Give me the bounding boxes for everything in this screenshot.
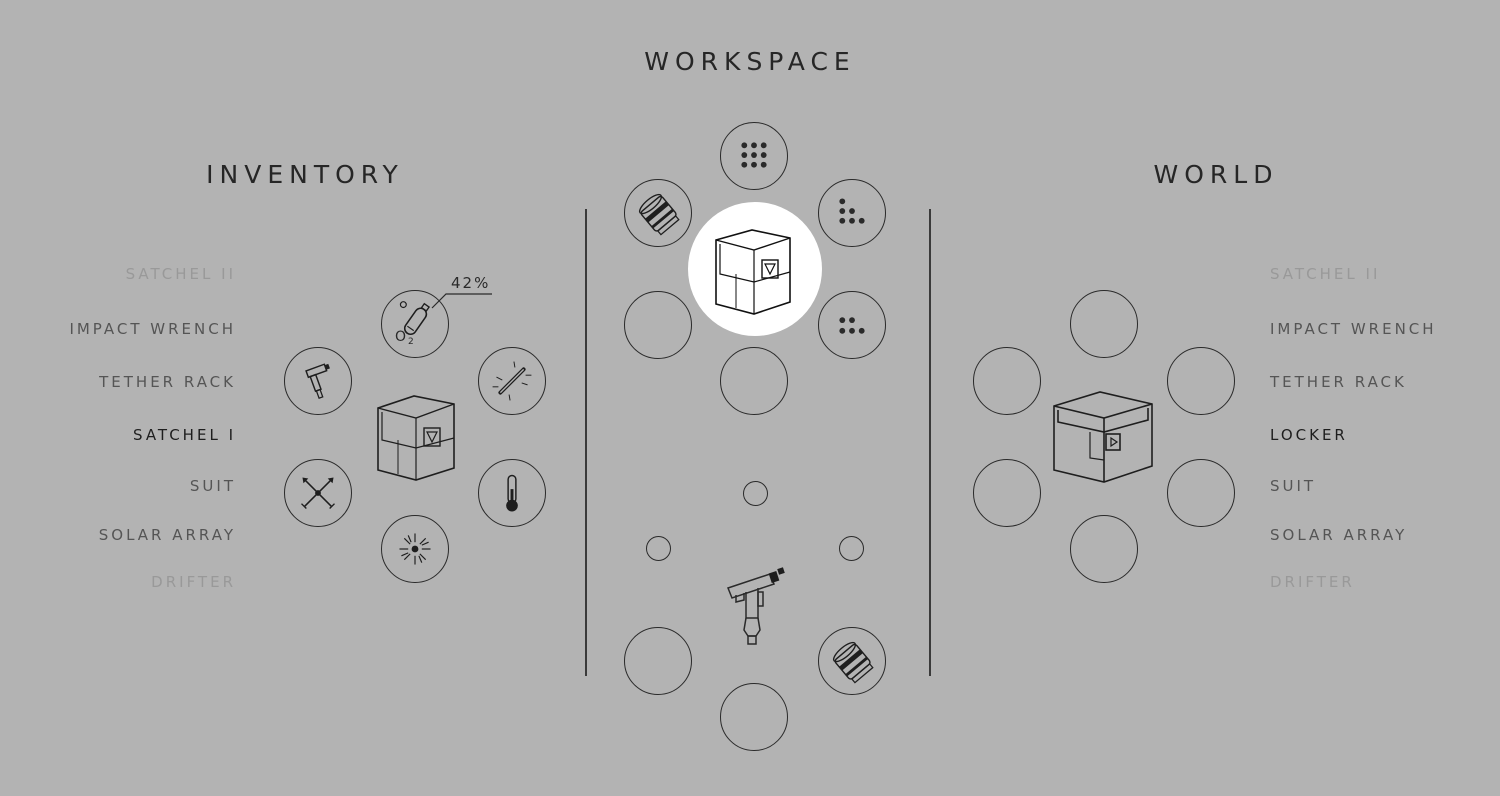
- thermometer-icon: [506, 474, 518, 512]
- world-container-solar-array[interactable]: SOLAR ARRAY: [1270, 526, 1408, 544]
- world-container-locker[interactable]: LOCKER: [1270, 426, 1348, 444]
- workspace-slot-dots-5[interactable]: [818, 291, 886, 359]
- workspace-slot-bottom[interactable]: [720, 683, 788, 751]
- flare-icon: [399, 533, 431, 565]
- oxygen-callout-line: [431, 293, 492, 309]
- inventory-slot-glow-rod[interactable]: [478, 347, 546, 415]
- inventory-container-satchel-i[interactable]: SATCHEL I: [133, 426, 236, 444]
- workspace-slot-dots-6[interactable]: [818, 179, 886, 247]
- workspace-slot-empty-left[interactable]: [624, 291, 692, 359]
- workspace-port-top[interactable]: [743, 481, 768, 506]
- world-slot-bottom[interactable]: [1070, 515, 1138, 583]
- inventory-container-drifter[interactable]: DRIFTER: [151, 573, 236, 591]
- inventory-slot-thermometer[interactable]: [478, 459, 546, 527]
- workspace-slot-bottom-left[interactable]: [624, 627, 692, 695]
- world-container-drifter[interactable]: DRIFTER: [1270, 573, 1355, 591]
- sealant-tool-icon: [305, 363, 330, 399]
- world-slot-upper-right[interactable]: [1167, 347, 1235, 415]
- inventory-slot-flare[interactable]: [381, 515, 449, 583]
- inventory-container-satchel-ii[interactable]: SATCHEL II: [125, 265, 236, 283]
- glow-rod-icon: [492, 361, 532, 401]
- world-slot-lower-left[interactable]: [973, 459, 1041, 527]
- inventory-container-impact-wrench[interactable]: IMPACT WRENCH: [69, 320, 236, 338]
- canister-icon: [832, 641, 874, 684]
- inventory-satchel-icon: [374, 390, 458, 482]
- workspace-port-left[interactable]: [646, 536, 671, 561]
- dots-5-icon: [839, 317, 865, 334]
- locker-icon: [1050, 388, 1156, 486]
- workspace-title: WORKSPACE: [644, 47, 856, 76]
- world-title: WORLD: [1153, 160, 1279, 189]
- dots-6-icon: [839, 198, 865, 224]
- canister-icon: [638, 193, 680, 236]
- crossed-tools-icon: [301, 477, 335, 510]
- world-slot-upper-left[interactable]: [973, 347, 1041, 415]
- world-container-suit[interactable]: SUIT: [1270, 477, 1317, 495]
- inventory-container-tether-rack[interactable]: TETHER RACK: [99, 373, 236, 391]
- inventory-slot-sealant-tool[interactable]: [284, 347, 352, 415]
- world-slot-lower-right[interactable]: [1167, 459, 1235, 527]
- inventory-slot-oxygen[interactable]: O 2: [381, 290, 449, 358]
- impact-wrench-icon[interactable]: [722, 562, 792, 648]
- workspace-port-right[interactable]: [839, 536, 864, 561]
- workspace-slot-empty-bottom[interactable]: [720, 347, 788, 415]
- oxygen-percent: 42%: [451, 274, 491, 292]
- workspace-slot-canister-top[interactable]: [624, 179, 692, 247]
- inventory-slot-crossed-tools[interactable]: [284, 459, 352, 527]
- oxygen-tank-icon: [399, 301, 431, 336]
- divider-right: [929, 209, 931, 676]
- world-container-tether-rack[interactable]: TETHER RACK: [1270, 373, 1407, 391]
- world-container-satchel-ii[interactable]: SATCHEL II: [1270, 265, 1381, 283]
- workspace-slot-dots-9[interactable]: [720, 122, 788, 190]
- workspace-slot-canister-bottom[interactable]: [818, 627, 886, 695]
- oxygen-label: O: [395, 329, 407, 345]
- oxygen-subscript: 2: [408, 337, 414, 347]
- world-container-impact-wrench[interactable]: IMPACT WRENCH: [1270, 320, 1437, 338]
- divider-left: [585, 209, 587, 676]
- dots-9-icon: [741, 142, 767, 168]
- inventory-container-suit[interactable]: SUIT: [189, 477, 236, 495]
- inventory-title: INVENTORY: [206, 160, 404, 189]
- world-slot-top[interactable]: [1070, 290, 1138, 358]
- satchel-icon: [715, 229, 791, 315]
- workspace-selected-satchel[interactable]: [688, 202, 822, 336]
- inventory-container-solar-array[interactable]: SOLAR ARRAY: [98, 526, 236, 544]
